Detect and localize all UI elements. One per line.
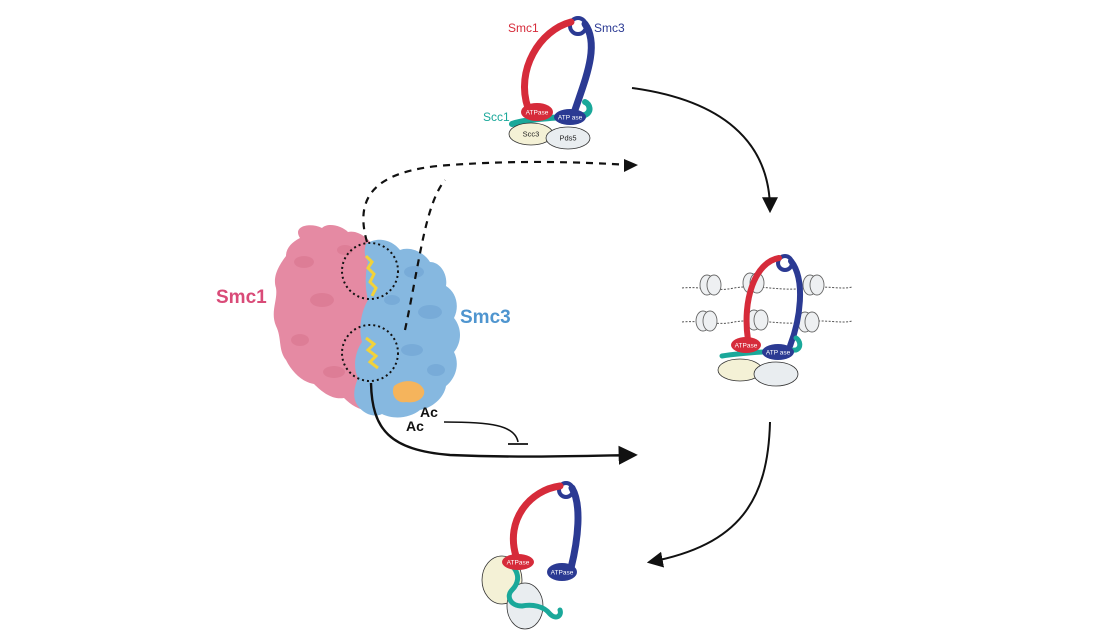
scc1-subunit [719,335,803,359]
smc3-shading [384,266,445,376]
smc3-arm [571,20,595,114]
smc1-atpase-head [731,337,761,353]
smc3-atpase-head [554,109,586,125]
smc3-atpase-label-a: ATP [766,350,778,357]
ligand-upper [364,254,378,297]
smc1-top-label: Smc1 [508,21,539,35]
acetyl-label-1: Ac [420,404,438,420]
site-circle-lower [341,324,399,382]
scc3-label: Scc3 [523,130,540,139]
smc1-arm [743,255,782,343]
arrow-release [369,382,638,465]
arrows [362,87,778,568]
nucleosomes-upper [699,272,825,296]
smc3-top-label: Smc3 [594,21,625,35]
smc1-atpase-label: ATPase [507,560,530,567]
arrow-loading [631,87,778,214]
dna-strand-lower [681,320,853,324]
smc1-arm [520,18,575,112]
acetyl-label-2: Ac [406,418,424,434]
cohesin-complex-top: ATPase ATP ase Scc3 Pds5 Smc1 Smc3 Scc1 [483,16,625,150]
smc-surface-structure: Smc1 Smc3 Ac Ac [216,225,511,434]
site-circle-upper [341,242,399,300]
arrow-unloading [646,421,771,568]
smc1-arm [509,482,564,560]
scc1-label: Scc1 [483,110,510,124]
smc1-surface-label: Smc1 [216,287,267,308]
dna-strand-upper [681,286,853,290]
pds5-label: Pds5 [559,134,576,143]
pds5-subunit [753,361,799,387]
smc1-atpase-label: ATPase [735,343,758,350]
smc3-atpase-head [547,563,577,581]
smc3-surface-label: Smc3 [460,307,511,328]
cohesin-on-chromatin: ATPase ATP ase [681,254,853,387]
smc1-shading [291,245,353,378]
acetylation-site [392,381,425,403]
dashed-arrow-lower [403,179,446,331]
nucleosomes-lower [695,309,820,333]
smc3-atpase-label: ATPase [551,570,574,577]
scc1-subunit [506,565,563,620]
smc3-arm [567,484,582,572]
smc3-atpase-label-b: ase [572,115,583,122]
smc3-atpase-label-b: ase [780,350,791,357]
cohesin-released: ATPase ATPase [481,481,582,630]
smc3-atpase-label-a: ATP [558,115,570,122]
smc3-arm [787,258,804,349]
ligand-lower [365,336,379,370]
smc1-surface [273,225,372,411]
dashed-arrow-head [624,159,638,172]
dashed-arrow-upper [362,160,631,243]
pds5-subunit [545,126,591,150]
smc1-atpase-label: ATPase [526,110,549,117]
smc3-atpase-head [762,344,794,360]
smc1-atpase-head [521,103,553,121]
smc1-atpase-head [502,554,534,570]
inhibition-line [443,421,519,443]
